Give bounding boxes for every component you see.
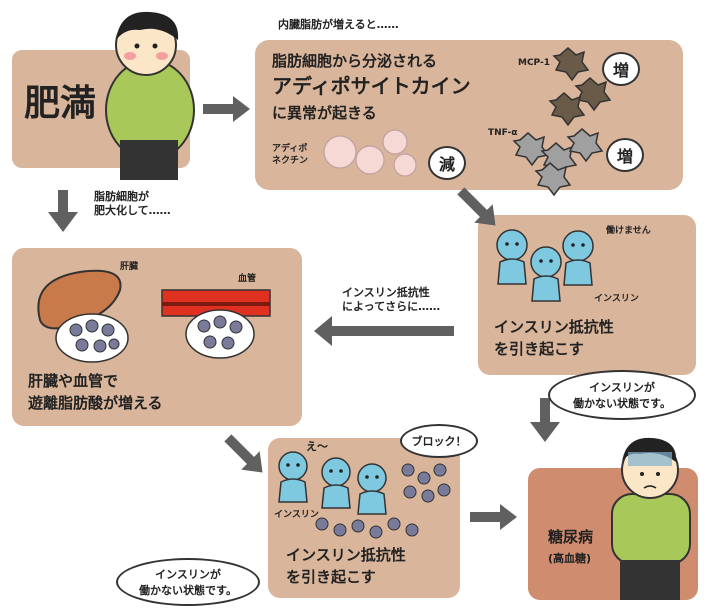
insulin-resistance-bottom-line1: インスリン抵抗性 [286,546,406,564]
diabetes-subtitle: (高血糖) [548,552,592,565]
arrow-bottom-to-diabetes [470,504,517,530]
insulin-bubble-left-line1: インスリンが [155,568,221,581]
further-note-line1: インスリン抵抗性 [342,286,430,299]
fat-cell-note-line2: 肥大化して…… [94,204,171,217]
fatty-acid-dots-bottom [315,463,451,539]
vessel-label: 血管 [238,274,257,284]
increase-bubble-tnf: 増 [606,138,644,172]
tnf-cells [512,128,604,197]
mcp1-cells [548,47,612,127]
insulin-resistance-top-line1: インスリン抵抗性 [494,318,614,336]
insulin-label-top: インスリン [594,294,639,304]
cytokine-line1: 脂肪細胞から分泌される [272,52,438,70]
cytokine-line3: に異常が起きる [272,104,377,122]
insulin-label-bottom: インスリン [274,510,319,520]
eh-text: え～ [306,440,328,453]
arrow-top-insulin-down [530,398,560,442]
cant-work-text: 働けません [606,226,651,236]
adiponectin-label-1: アディポ [272,144,308,154]
liver-illustration [37,269,122,330]
arrow-insulin-to-liver [314,316,454,346]
decrease-bubble-adiponectin: 減 [428,146,466,180]
insulin-faces-top [505,242,585,263]
fatty-acid-dots [69,315,243,353]
mcp1-label: MCP-1 [518,58,550,68]
liver-label: 肝臓 [120,262,139,272]
insulin-bubble-right-line1: インスリンが [589,381,655,394]
diabetes-title: 糖尿病 [548,528,594,546]
insulin-faces-bottom [286,463,379,479]
arrow-cytokine-to-insulin [457,187,496,226]
increase-bubble-mcp1: 増 [602,52,640,86]
insulin-bubble-right: インスリンが 働かない状態です。 [548,370,696,420]
insulin-figures-top [496,229,594,302]
arrow-obesity-to-cytokine [203,96,250,122]
obesity-title: 肥満 [24,83,97,124]
insulin-bubble-left-line2: 働かない状態です。 [139,584,237,597]
liver-vessel-line1: 肝臓や血管で [28,372,119,390]
liver-vessel-line2: 遊離脂肪酸が増える [28,394,163,412]
obesity-person-illustration [105,11,195,180]
tnf-label: TNF-α [488,128,518,138]
arrow-liver-to-bottom-insulin [224,434,263,473]
fat-cell-note-line1: 脂肪細胞が [94,190,149,203]
insulin-resistance-top-line2: を引き起こす [494,340,584,358]
insulin-resistance-bottom-line2: を引き起こす [286,568,376,586]
block-bubble: ブロック！ [400,424,478,458]
insulin-bubble-right-line2: 働かない状態です。 [573,397,671,410]
cytokine-line2: アディポサイトカイン [272,74,471,98]
insulin-figures-bottom [278,451,387,515]
visceral-fat-note: 内臓脂肪が増えると…… [278,18,399,31]
adiponectin-label-2: ネクチン [272,156,309,166]
adiponectin-cells [323,129,417,177]
insulin-resistance-bottom-box [268,438,460,598]
arrow-obesity-down [48,190,78,232]
diabetes-person-illustration [611,437,691,600]
insulin-bubble-left: インスリンが 働かない状態です。 [116,558,260,606]
further-note-line2: によってさらに…… [342,300,441,313]
